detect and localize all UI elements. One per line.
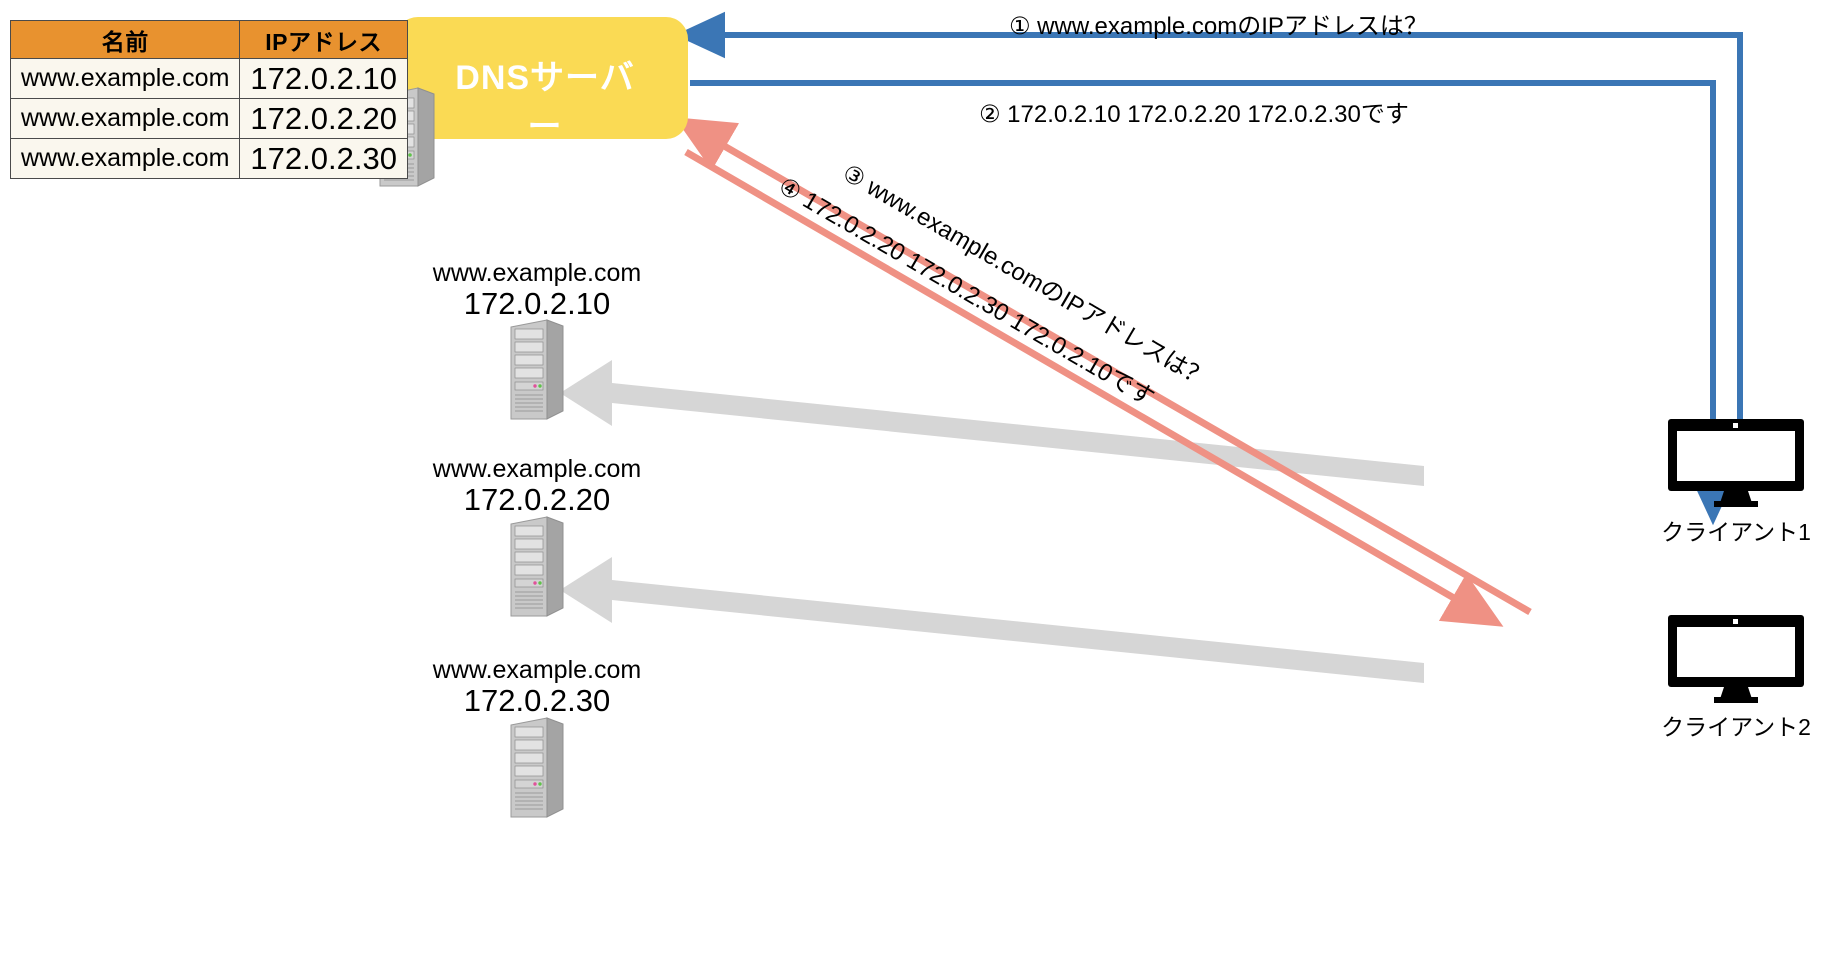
dns-server-panel <box>396 17 688 139</box>
flow-label-2: ② 172.0.2.10 172.0.2.20 172.0.2.30です <box>979 101 1409 128</box>
flow-label-1: ① www.example.comのIPアドレスは？ <box>1009 13 1428 40</box>
client-1-label: クライアント1 <box>1661 519 1811 545</box>
web-server-1-ip: 172.0.2.10 <box>463 286 611 321</box>
column-header-ip: IPアドレス <box>239 20 408 59</box>
web-server-2-label: www.example.com 172.0.2.20 <box>412 455 662 517</box>
table-row: www.example.com 172.0.2.30 <box>9 138 408 179</box>
cell-ip: 172.0.2.10 <box>239 58 408 99</box>
web-server-2-tower-icon <box>505 512 569 627</box>
dns-record-table: 名前 IPアドレス www.example.com 172.0.2.10 www… <box>9 20 408 179</box>
web-server-1-label: www.example.com 172.0.2.10 <box>412 259 662 321</box>
table-row: www.example.com 172.0.2.10 <box>9 58 408 99</box>
column-header-name: 名前 <box>9 20 241 59</box>
web-server-2-host: www.example.com <box>432 455 642 483</box>
client-2-monitor-icon <box>1666 613 1806 708</box>
cell-name: www.example.com <box>9 138 241 179</box>
web-server-1-tower-icon <box>505 315 569 430</box>
dns-server-label: DNSサーバー <box>455 59 635 146</box>
web-server-3-ip: 172.0.2.30 <box>463 683 611 718</box>
gray-traffic-arrows <box>560 360 1424 683</box>
flow-label-4: ④ 172.0.2.20 172.0.2.30 172.0.2.10です <box>773 172 1159 412</box>
web-server-3-label: www.example.com 172.0.2.30 <box>412 656 662 718</box>
cell-name: www.example.com <box>9 98 241 139</box>
cell-ip: 172.0.2.20 <box>239 98 408 139</box>
client-2-label: クライアント2 <box>1661 714 1811 740</box>
flow-label-3: ③ www.example.comのIPアドレスは？ <box>837 159 1214 394</box>
web-server-1-host: www.example.com <box>432 259 642 287</box>
cell-name: www.example.com <box>9 58 241 99</box>
web-server-3-host: www.example.com <box>432 656 642 684</box>
client-1-monitor-icon <box>1666 417 1806 512</box>
table-header-row: 名前 IPアドレス <box>9 20 408 59</box>
cell-ip: 172.0.2.30 <box>239 138 408 179</box>
web-server-3-tower-icon <box>505 713 569 828</box>
web-server-2-ip: 172.0.2.20 <box>463 482 611 517</box>
table-row: www.example.com 172.0.2.20 <box>9 98 408 139</box>
